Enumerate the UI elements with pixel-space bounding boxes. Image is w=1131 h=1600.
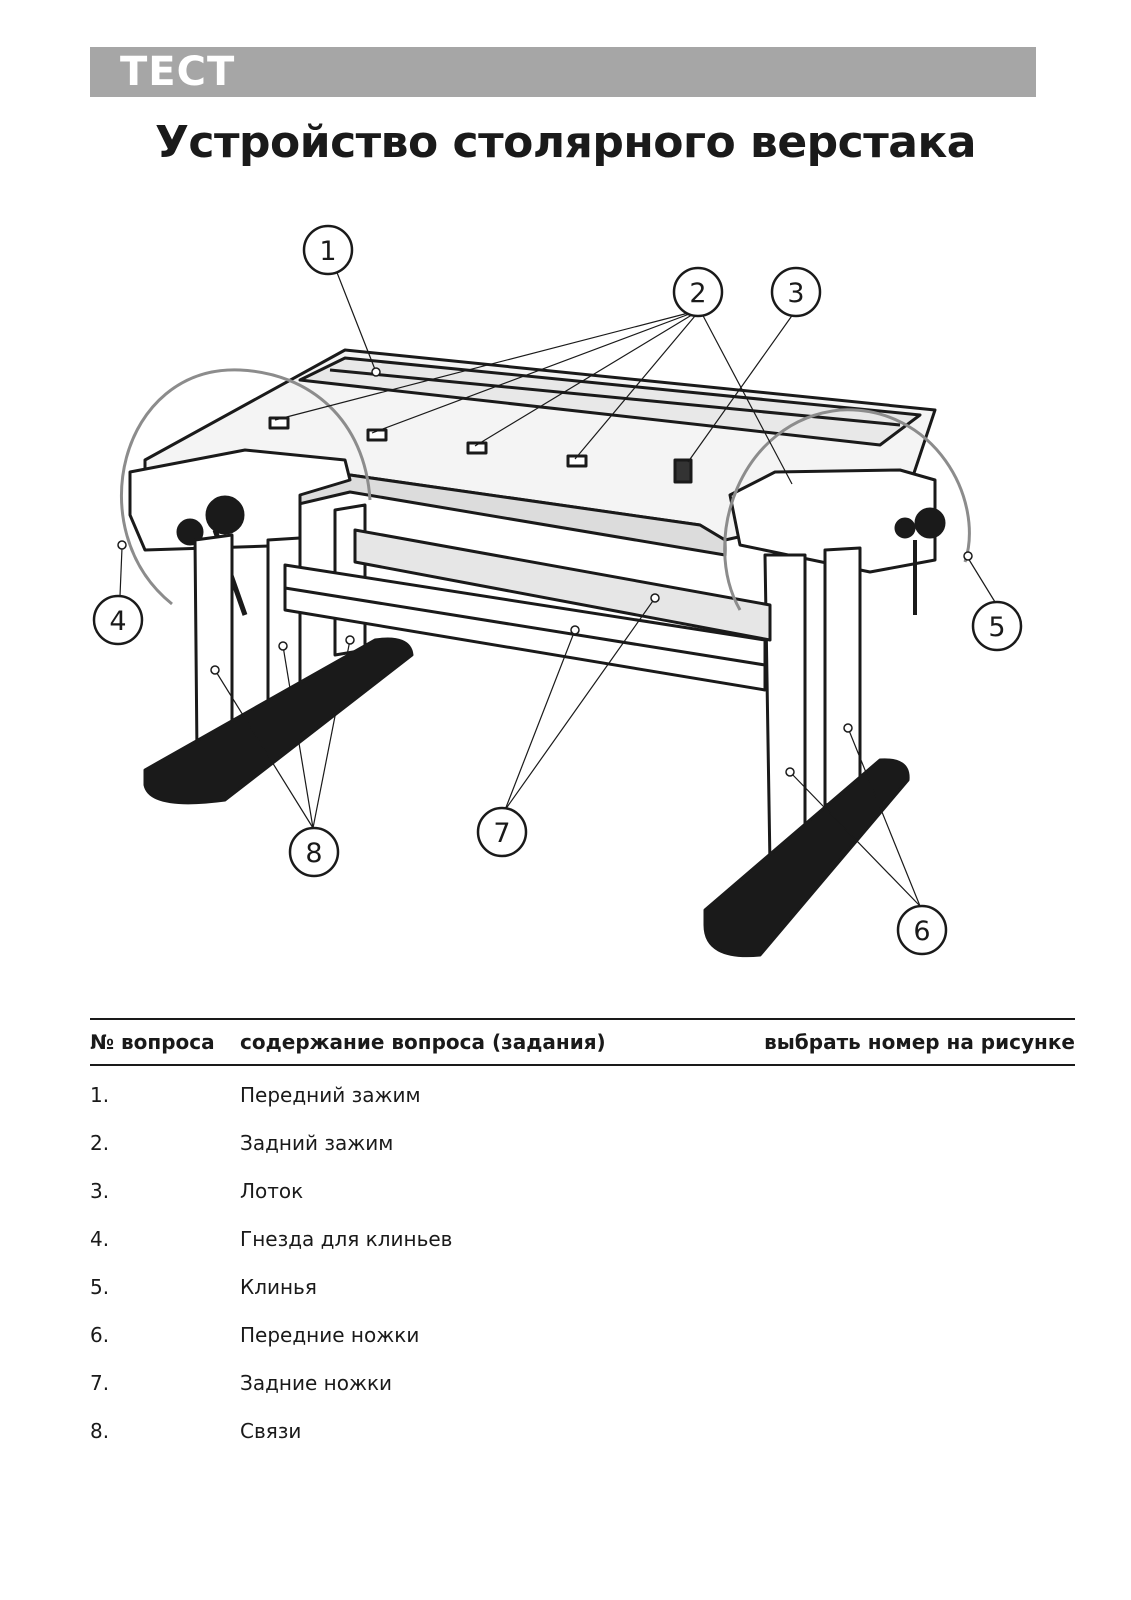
row-text: Задние ножки xyxy=(240,1371,393,1395)
callout-4: 4 xyxy=(109,606,126,637)
callout-8: 8 xyxy=(305,838,322,869)
wedge-socket xyxy=(366,428,388,442)
table-top-rule xyxy=(90,1018,1075,1020)
wedge-socket xyxy=(268,416,290,430)
callout-7: 7 xyxy=(493,818,510,849)
row-text: Задний зажим xyxy=(240,1131,394,1155)
workbench-drawing: 1 2 3 4 5 6 7 8 xyxy=(92,224,1023,958)
wedge xyxy=(673,458,693,484)
right-foot xyxy=(703,758,910,958)
tool-tray xyxy=(298,356,922,447)
left-foot xyxy=(143,637,414,805)
stretcher xyxy=(353,528,772,642)
row-number: 1. xyxy=(90,1083,110,1107)
header-band: ТЕСТ xyxy=(90,47,1036,97)
front-right-leg xyxy=(763,553,807,867)
table-row: 3. Лоток xyxy=(0,1179,1131,1209)
header-label: ТЕСТ xyxy=(120,49,236,95)
table-row: 2. Задний зажим xyxy=(0,1131,1131,1161)
row-number: 5. xyxy=(90,1275,110,1299)
row-number: 2. xyxy=(90,1131,110,1155)
workbench-illustration: 1 2 3 4 5 6 7 8 xyxy=(0,210,1131,990)
row-text: Гнезда для клиньев xyxy=(240,1227,453,1251)
row-number: 3. xyxy=(90,1179,110,1203)
table-row: 1. Передний зажим xyxy=(0,1083,1131,1113)
table-row: 6. Передние ножки xyxy=(0,1323,1131,1353)
front-right-leg xyxy=(823,546,862,807)
column-header-content: содержание вопроса (задания) xyxy=(240,1030,606,1054)
table-row: 5. Клинья xyxy=(0,1275,1131,1305)
row-text: Передние ножки xyxy=(240,1323,420,1347)
callout-5: 5 xyxy=(988,612,1005,643)
table-row: 8. Связи xyxy=(0,1419,1131,1449)
column-header-answer: выбрать номер на рисунке xyxy=(764,1030,1075,1054)
vise-handle xyxy=(205,495,245,535)
row-number: 6. xyxy=(90,1323,110,1347)
callout-3: 3 xyxy=(787,278,804,309)
row-number: 7. xyxy=(90,1371,110,1395)
callout-2: 2 xyxy=(689,278,706,309)
row-text: Связи xyxy=(240,1419,302,1443)
callout-1: 1 xyxy=(319,236,336,267)
row-number: 8. xyxy=(90,1419,110,1443)
rear-left-leg xyxy=(193,533,234,757)
wedge-socket xyxy=(466,441,488,455)
row-text: Клинья xyxy=(240,1275,317,1299)
callout-6: 6 xyxy=(913,916,930,947)
table-row: 4. Гнезда для клиньев xyxy=(0,1227,1131,1257)
row-text: Лоток xyxy=(240,1179,304,1203)
vise-handle xyxy=(914,507,946,539)
table-header-rule xyxy=(90,1064,1075,1066)
row-text: Передний зажим xyxy=(240,1083,421,1107)
page-title: Устройство столярного верстака xyxy=(155,117,977,168)
table-row: 7. Задние ножки xyxy=(0,1371,1131,1401)
column-header-number: № вопроса xyxy=(90,1030,215,1054)
row-number: 4. xyxy=(90,1227,110,1251)
